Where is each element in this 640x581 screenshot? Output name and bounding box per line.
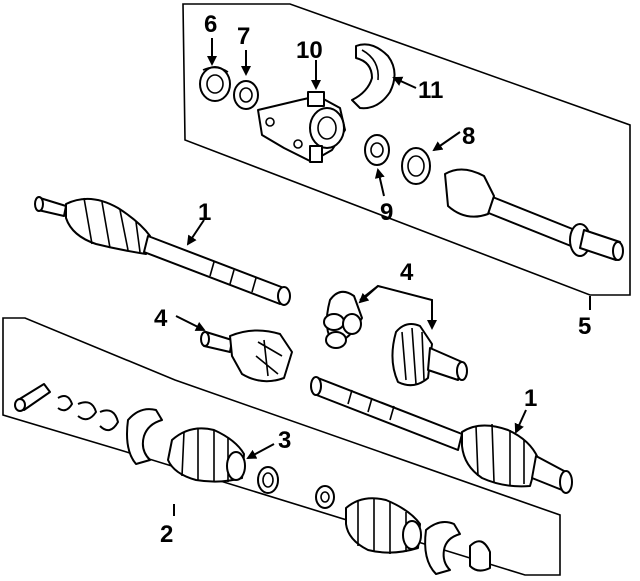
callout-11: 11 xyxy=(418,77,443,104)
leader-9 xyxy=(374,168,385,197)
part-clamp-pin xyxy=(14,383,51,412)
part-inner-bearing xyxy=(364,134,390,166)
callout-1-lower: 1 xyxy=(524,385,537,412)
callout-8: 8 xyxy=(462,123,475,150)
part-outer-boot xyxy=(167,427,246,483)
leader-1-upper xyxy=(186,219,205,246)
part-bearing xyxy=(233,80,259,110)
callout-5: 5 xyxy=(578,313,591,340)
callout-1-upper: 1 xyxy=(198,199,211,226)
part-intermediate-shaft xyxy=(444,168,624,261)
part-bracket-cover xyxy=(351,43,396,110)
part-right-axle-shaft xyxy=(310,376,573,494)
part-tripod-joint xyxy=(323,290,363,349)
callout-10: 10 xyxy=(296,37,323,64)
part-seal xyxy=(401,147,431,185)
leader-1-lower xyxy=(514,409,527,434)
leader-8 xyxy=(432,131,461,152)
part-inner-cv-housing xyxy=(391,323,468,387)
part-inner-boot xyxy=(345,497,422,554)
part-support-bracket xyxy=(257,91,346,163)
callout-4-left: 4 xyxy=(154,305,168,332)
frame-intermediate-shaft xyxy=(182,3,631,296)
part-inner-boot-clamp xyxy=(424,521,461,575)
leader-4-outer xyxy=(175,315,206,331)
callout-4-center: 4 xyxy=(400,259,414,286)
leader-4-tripod xyxy=(358,285,379,304)
leader-11 xyxy=(392,76,417,89)
part-boot-clamp xyxy=(126,408,163,465)
callout-7: 7 xyxy=(237,23,250,50)
part-left-axle-shaft xyxy=(34,196,291,306)
frame-boot-kit xyxy=(2,317,561,576)
part-boot-band xyxy=(257,466,279,494)
part-inner-boot-band xyxy=(315,485,335,509)
callout-9: 9 xyxy=(380,199,393,226)
part-dust-seal xyxy=(199,66,231,102)
part-outer-cv-housing xyxy=(200,329,293,383)
part-snap-rings xyxy=(57,395,119,432)
part-dust-cap xyxy=(469,540,491,572)
callout-3: 3 xyxy=(278,427,291,454)
leader-3 xyxy=(246,443,275,459)
callout-2: 2 xyxy=(160,521,173,548)
callout-6: 6 xyxy=(204,11,217,38)
